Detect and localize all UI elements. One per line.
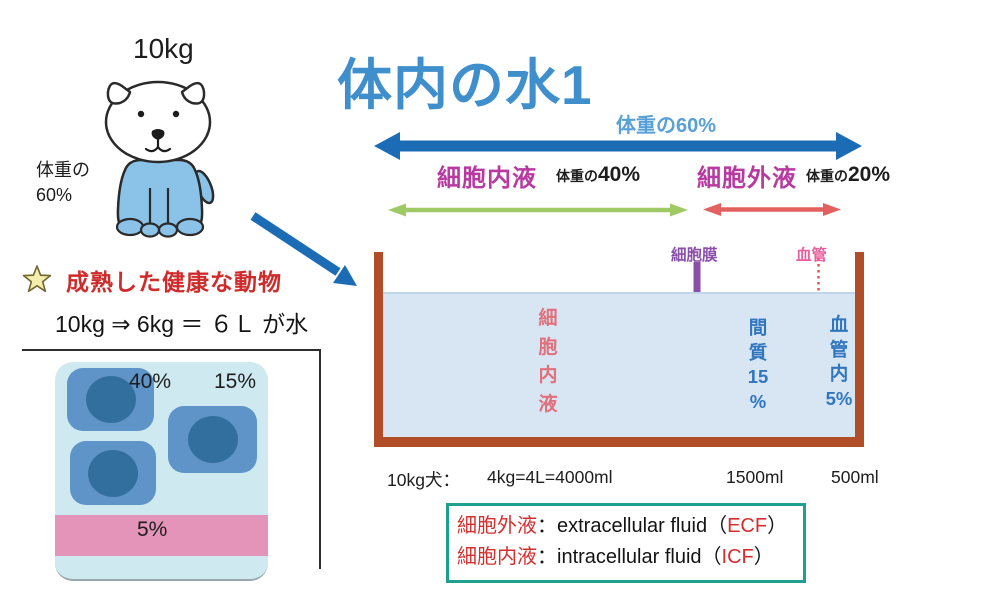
dog-ear-right bbox=[180, 81, 206, 105]
icf-section-label: 細胞内液 bbox=[437, 165, 537, 192]
cell bbox=[67, 368, 154, 431]
dog-legs bbox=[148, 188, 170, 226]
icf-percent-prefix: 体重の bbox=[556, 168, 598, 184]
dog-paw bbox=[175, 217, 205, 237]
icf-percent-value: 40% bbox=[598, 163, 641, 186]
tank-wall-bottom bbox=[374, 437, 864, 447]
tank-wall-left bbox=[374, 252, 383, 447]
dog-paw bbox=[157, 222, 179, 238]
dog-mouth bbox=[144, 138, 172, 153]
plasma-band bbox=[55, 515, 268, 556]
dog-paw bbox=[139, 222, 161, 238]
legend-icf-open: （ bbox=[701, 546, 722, 568]
interstitial-volume: 1500ml bbox=[726, 467, 784, 487]
ecf-percent-label: 体重の20% bbox=[806, 163, 890, 187]
legend-item-ecf: 細胞外液：extracellular fluid（ECF） bbox=[457, 511, 795, 542]
legend-ecf-jp: 細胞外液 bbox=[457, 515, 537, 537]
ecf-percent-prefix: 体重の bbox=[806, 168, 848, 184]
dog-water-percent-label: 体重の 60% bbox=[36, 160, 90, 205]
plasma-volume: 500ml bbox=[831, 467, 879, 487]
note-text: 成熟した健康な動物 bbox=[66, 269, 282, 295]
note-formula: 10kg ⇒ 6kg ＝ ６Ｌ が水 bbox=[55, 311, 309, 337]
legend-icf-sep: ： bbox=[537, 546, 557, 568]
ecf-section-label: 細胞外液 bbox=[697, 165, 797, 192]
blood-vessel-label: 血管 bbox=[796, 247, 828, 264]
tank-plasma-text: 血 管 内 5% bbox=[825, 314, 853, 409]
icf-percent-label: 体重の40% bbox=[556, 163, 640, 187]
icf-volume: 4kg=4L=4000ml bbox=[487, 467, 613, 487]
tank-icf-text: 細 胞 内 液 bbox=[538, 308, 558, 415]
cell-diagram-plasma-percent: 5% bbox=[137, 518, 168, 541]
dog-ear-left bbox=[106, 81, 132, 105]
legend-ecf-sep: ： bbox=[537, 515, 557, 537]
legend-icf-jp: 細胞内液 bbox=[457, 546, 537, 568]
legend-icf-en: intracellular fluid bbox=[557, 546, 702, 568]
legend-box: 細胞外液：extracellular fluid（ECF） 細胞内液：intra… bbox=[446, 503, 806, 583]
legend-ecf-open: （ bbox=[707, 515, 728, 537]
ecf-percent-value: 20% bbox=[848, 163, 891, 186]
legend-ecf-close: ） bbox=[767, 515, 788, 537]
dog-illustration bbox=[104, 80, 215, 238]
dog-eye bbox=[172, 110, 180, 118]
tank-wall-right bbox=[855, 252, 864, 447]
tank-water bbox=[383, 292, 855, 439]
legend-ecf-abbr: ECF bbox=[727, 515, 768, 537]
legend-icf-close: ） bbox=[753, 546, 774, 568]
tank-interstitial-text: 間 質 15 % bbox=[747, 317, 769, 412]
ecf-arrow bbox=[703, 203, 841, 216]
volume-row-label: 10kg犬： bbox=[387, 470, 460, 490]
cell bbox=[168, 406, 257, 473]
frame-line-top bbox=[22, 349, 321, 351]
total-water-label: 体重の60% bbox=[616, 115, 717, 137]
legend-ecf-en: extracellular fluid bbox=[557, 515, 708, 537]
dog-head bbox=[104, 80, 212, 164]
icf-arrow bbox=[388, 203, 688, 217]
cell-membrane-label: 細胞膜 bbox=[671, 247, 718, 264]
page-title: 体内の水1 bbox=[337, 54, 593, 116]
dog-eye bbox=[137, 110, 145, 118]
legend-item-icf: 細胞内液：intracellular fluid（ICF） bbox=[457, 542, 795, 573]
legend-icf-abbr: ICF bbox=[721, 546, 754, 568]
cell-nucleus bbox=[187, 416, 238, 463]
star-icon bbox=[22, 265, 52, 293]
cell-diagram-icf-percent: 40% bbox=[129, 370, 172, 393]
cell-nucleus bbox=[88, 449, 138, 497]
frame-line-right bbox=[319, 349, 321, 569]
cell-diagram bbox=[55, 362, 268, 581]
dog-weight-label: 10kg bbox=[133, 33, 194, 64]
cell-nucleus bbox=[85, 376, 136, 423]
dog-nose bbox=[151, 129, 165, 140]
cell-diagram-interstitial-percent: 15% bbox=[214, 370, 257, 393]
cell bbox=[70, 441, 156, 505]
dog-paw bbox=[115, 217, 145, 237]
